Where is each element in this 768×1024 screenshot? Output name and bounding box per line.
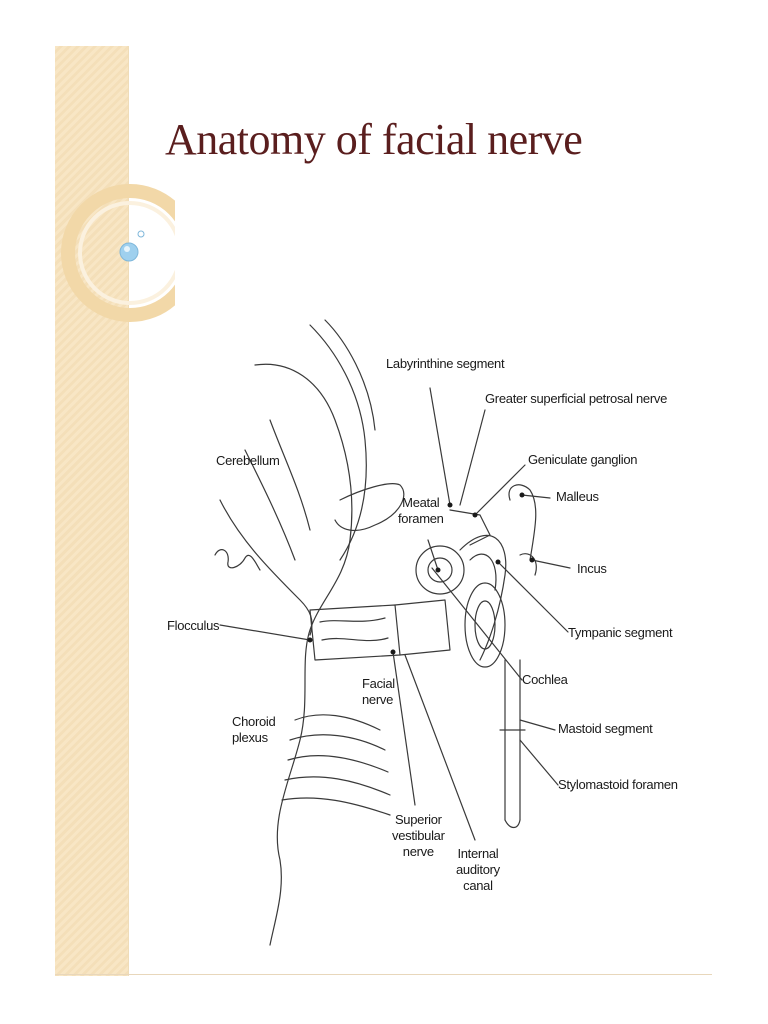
marker-incus [529,557,535,563]
label-flocculus: Flocculus [167,618,220,633]
leader-incus [531,559,571,569]
label-meatal-line1: Meatal [402,495,440,510]
bottom-rule [55,974,712,975]
label-choroid-line1: Choroid [232,714,276,729]
bubble-highlight [124,246,130,252]
small-bubble-icon [137,230,145,238]
stylomastoid-end [504,819,521,829]
label-geniculate-ganglion: Geniculate ganglion [528,452,638,467]
leader-cochlea [431,567,523,681]
leader-meatal [427,539,439,571]
cerebellum-fold [309,324,367,561]
geniculate-region [449,509,491,546]
cerebellum-fold-3 [244,449,296,561]
facial-nerve-illustration: Labyrinthine segment Greater superficial… [160,300,678,950]
leader-stylomastoid [519,739,559,786]
label-tympanic-segment: Tympanic segment [568,625,673,640]
cerebellum-fold-4 [269,419,311,531]
leader-labyrinthine [429,387,451,506]
leader-petrosal [459,409,486,506]
leader-tympanic [497,561,569,633]
nerve-texture-2 [321,637,389,642]
label-cochlea: Cochlea [522,672,568,687]
semicircular-canal [459,534,507,661]
vestibule-circle [415,545,465,595]
plexus-strand-2 [289,734,386,751]
label-iac-line1: Internal [457,846,499,861]
blue-bubble-icon [119,242,139,262]
outer-ring [61,184,175,322]
plexus-strand-3 [287,754,389,773]
label-cerebellum: Cerebellum [216,453,280,468]
inner-ring [78,201,175,305]
marker-geniculate [472,512,478,518]
label-choroid-plexus: Choroid plexus [232,714,276,746]
label-sv-line1: Superior [394,812,442,827]
malleus-shape [508,484,537,561]
label-stylomastoid-foramen: Stylomastoid foramen [558,777,678,792]
marker-malleus [519,492,525,498]
cerebellar-lobe [334,483,405,532]
leader-superior-vestibular [392,651,416,806]
cochlea-inner [474,600,496,650]
label-internal-auditory-canal: Internal auditory canal [456,846,500,894]
flocculus-outline [219,499,313,636]
marker-labyrinthine [447,502,453,508]
leader-mastoid [519,719,556,731]
label-sv-line2: vestibular [392,828,445,843]
label-greater-superficial-petrosal-nerve: Greater superficial petrosal nerve [485,391,668,406]
plexus-strand-5 [281,797,391,816]
leader-internal-auditory [404,654,476,841]
marker-tympanic [495,559,501,565]
label-choroid-line2: plexus [232,730,268,745]
plexus-strand-4 [284,776,391,796]
slide-title: Anatomy of facial nerve [165,115,583,164]
semicircular-inner [469,553,497,591]
leader-malleus [521,494,551,499]
plexus-strand-1 [294,714,381,731]
label-facial-nerve: Facial nerve [362,676,395,708]
cochlea-coil [464,582,506,668]
slide: Anatomy of facial nerve [55,46,712,976]
decorative-rings [61,184,175,322]
marker-meatal [435,567,441,573]
vestibule-inner [427,557,453,583]
cerebellum-fold-2 [324,319,376,431]
marker-flocculus [307,637,313,643]
label-malleus: Malleus [556,489,599,504]
incus-shape [519,553,537,576]
nerve-trunk-distal [394,599,451,656]
label-facial-line2: nerve [362,692,394,707]
label-meatal-line2: foramen [398,511,444,526]
label-iac-line3: canal [463,878,493,893]
label-superior-vestibular-nerve: Superior vestibular nerve [392,812,445,860]
label-meatal-foramen: Meatal foramen [398,495,444,527]
leader-flocculus [219,624,311,641]
label-incus: Incus [577,561,607,576]
brainstem-outline [254,363,353,946]
band-divider [128,46,129,976]
nerve-trunk-proximal [309,604,401,661]
label-labyrinthine-segment: Labyrinthine segment [386,356,505,371]
label-iac-line2: auditory [456,862,500,877]
label-facial-line1: Facial [362,676,395,691]
mastoid-canal [504,659,521,821]
leader-geniculate [474,464,526,516]
marker-superior-vestibular [390,649,396,655]
anatomy-sketch [214,319,571,946]
signature-scribble [214,549,261,571]
label-sv-line3: nerve [402,844,434,859]
nerve-texture-1 [319,617,386,623]
label-mastoid-segment: Mastoid segment [558,721,653,736]
